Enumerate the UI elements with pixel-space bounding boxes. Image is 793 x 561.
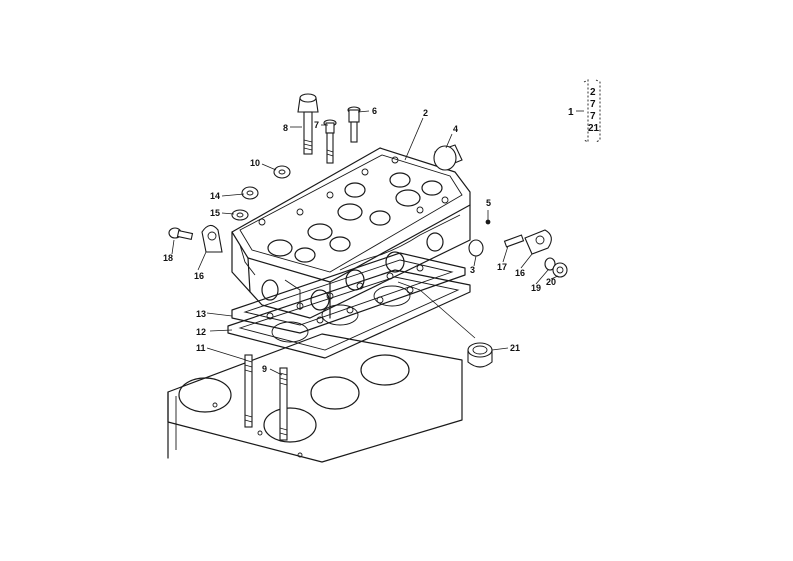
leader-lines — [171, 110, 559, 376]
callout-8: 8 — [283, 123, 288, 133]
nut-14 — [241, 186, 259, 200]
callout-18: 18 — [163, 253, 173, 263]
plug-6 — [347, 106, 361, 143]
assembly-legend: 1 2 7 7 21 — [568, 79, 601, 143]
callout-12: 12 — [196, 327, 206, 337]
pin-5 — [485, 219, 491, 225]
stud-17 — [503, 234, 525, 248]
callout-20: 20 — [546, 277, 556, 287]
callout-14: 14 — [210, 191, 220, 201]
callout-labels: 2 4 6 8 7 10 14 15 5 3 18 16 17 16 19 20… — [163, 106, 556, 374]
cylinder-head-2 — [231, 147, 471, 319]
head-gasket-12 — [227, 269, 471, 359]
lifting-eye-16-right — [524, 229, 552, 255]
callout-11: 11 — [196, 343, 206, 353]
legend-item-3: 7 — [590, 111, 596, 122]
bolt-18 — [168, 227, 194, 241]
plug-4 — [433, 144, 463, 171]
lifting-eye-16-left — [201, 224, 223, 253]
legend-parent: 1 — [568, 107, 574, 118]
legend-item-2: 7 — [590, 99, 596, 110]
screw-7 — [323, 119, 337, 164]
callout-15: 15 — [210, 208, 220, 218]
plug-3 — [468, 239, 484, 257]
nut-20 — [552, 262, 568, 278]
callout-2: 2 — [423, 108, 428, 118]
callout-16-left: 16 — [194, 271, 204, 281]
legend-item-4: 21 — [588, 123, 600, 134]
manifold-gasket-13 — [231, 252, 466, 334]
washer-15 — [231, 209, 249, 221]
cap-21 — [467, 342, 493, 368]
callout-10: 10 — [250, 158, 260, 168]
stud-bolt-11 — [244, 354, 253, 428]
nut-10 — [273, 165, 291, 179]
callout-5: 5 — [486, 198, 491, 208]
engine-block — [167, 333, 463, 463]
washer-19 — [544, 257, 556, 271]
callout-4: 4 — [453, 124, 458, 134]
callout-19: 19 — [531, 283, 541, 293]
callout-13: 13 — [196, 309, 206, 319]
callout-17: 17 — [497, 262, 507, 272]
callout-6: 6 — [372, 106, 377, 116]
callout-7: 7 — [314, 120, 319, 130]
stud-bolt-9 — [279, 367, 288, 441]
callout-3: 3 — [470, 265, 475, 275]
callout-21: 21 — [510, 343, 520, 353]
callout-9: 9 — [262, 364, 267, 374]
callout-16-right: 16 — [515, 268, 525, 278]
bolt-8 — [297, 93, 319, 155]
legend-item-1: 2 — [590, 87, 596, 98]
